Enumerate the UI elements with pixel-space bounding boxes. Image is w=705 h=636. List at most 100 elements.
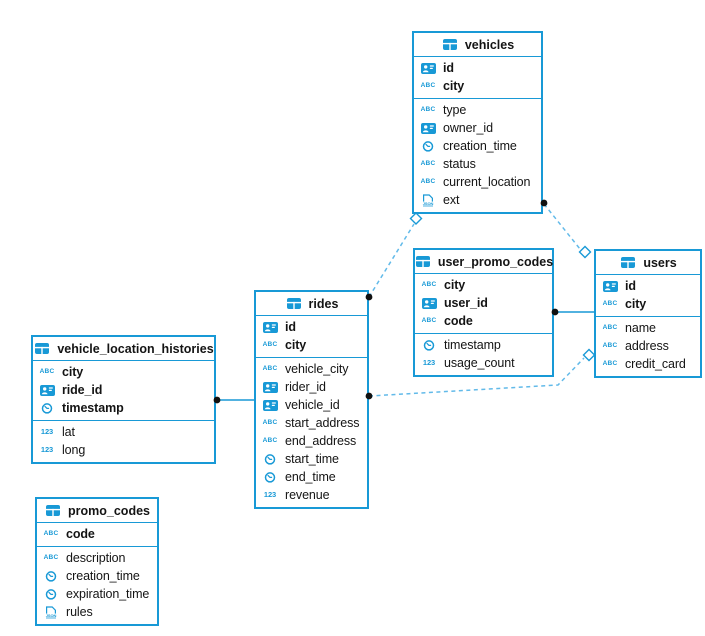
column-row-ride_id[interactable]: ride_id bbox=[33, 381, 214, 399]
column-label: timestamp bbox=[444, 338, 501, 352]
table-title-bar[interactable]: promo_codes bbox=[37, 499, 157, 523]
table-title-bar[interactable]: users bbox=[596, 251, 700, 275]
column-row-lat[interactable]: 123 lat bbox=[33, 423, 214, 441]
column-label: long bbox=[62, 443, 86, 457]
table-title: user_promo_codes bbox=[437, 254, 554, 269]
abc-type-icon: ABC bbox=[39, 367, 55, 375]
table-title-bar[interactable]: rides bbox=[256, 292, 367, 316]
column-row-end_time[interactable]: end_time bbox=[256, 468, 367, 486]
json-type-icon: JSON bbox=[42, 605, 60, 619]
column-row-timestamp[interactable]: timestamp bbox=[33, 399, 214, 417]
column-label: start_time bbox=[285, 452, 339, 466]
table-title: promo_codes bbox=[68, 503, 150, 518]
column-label: timestamp bbox=[62, 401, 124, 415]
column-label: status bbox=[443, 157, 476, 171]
column-row-status[interactable]: ABC status bbox=[414, 155, 541, 173]
column-row-start_time[interactable]: start_time bbox=[256, 450, 367, 468]
column-label: user_id bbox=[444, 296, 488, 310]
column-row-vehicle_id[interactable]: vehicle_id bbox=[256, 396, 367, 414]
column-label: end_address bbox=[285, 434, 357, 448]
abc-type-icon: ABC bbox=[43, 529, 59, 537]
abc-type-icon: ABC bbox=[262, 418, 278, 426]
column-label: id bbox=[625, 279, 636, 293]
relationship-vehicles-users[interactable] bbox=[543, 203, 581, 250]
column-row-rider_id[interactable]: rider_id bbox=[256, 378, 367, 396]
column-label: credit_card bbox=[625, 357, 686, 371]
column-label: city bbox=[285, 338, 307, 352]
table-title-bar[interactable]: vehicle_location_histories bbox=[33, 337, 214, 361]
numeric-type-icon: 123 bbox=[40, 427, 54, 437]
column-label: rules bbox=[66, 605, 93, 619]
column-label: description bbox=[66, 551, 126, 565]
column-label: lat bbox=[62, 425, 75, 439]
column-row-city[interactable]: ABC city bbox=[414, 77, 541, 95]
column-row-timestamp[interactable]: timestamp bbox=[415, 336, 552, 354]
column-label: city bbox=[443, 79, 465, 93]
column-row-creation_time[interactable]: creation_time bbox=[414, 137, 541, 155]
column-row-user_id[interactable]: user_id bbox=[415, 294, 552, 312]
svg-text:JSON: JSON bbox=[46, 612, 57, 617]
id-card-type-icon bbox=[261, 381, 279, 393]
timestamp-type-icon bbox=[42, 588, 60, 600]
column-label: owner_id bbox=[443, 121, 493, 135]
column-row-end_address[interactable]: ABC end_address bbox=[256, 432, 367, 450]
relationship-endpoint-diamond bbox=[578, 245, 592, 259]
column-row-rules[interactable]: JSON rules bbox=[37, 603, 157, 621]
column-label: city bbox=[444, 278, 466, 292]
table-icon bbox=[441, 39, 459, 50]
column-row-creation_time[interactable]: creation_time bbox=[37, 567, 157, 585]
column-label: code bbox=[444, 314, 473, 328]
abc-type-icon: ABC bbox=[262, 364, 278, 372]
column-row-id[interactable]: id bbox=[596, 277, 700, 295]
relationship-endpoint-diamond bbox=[409, 212, 423, 225]
table-title-bar[interactable]: user_promo_codes bbox=[415, 250, 554, 274]
id-card-type-icon bbox=[261, 399, 279, 411]
column-row-expiration_time[interactable]: expiration_time bbox=[37, 585, 157, 603]
abc-type-icon: ABC bbox=[262, 436, 278, 444]
id-card-type-icon bbox=[38, 384, 56, 396]
id-card-type-icon bbox=[261, 321, 279, 333]
table-title-bar[interactable]: vehicles bbox=[414, 33, 541, 57]
column-label: address bbox=[625, 339, 669, 353]
column-row-id[interactable]: id bbox=[256, 318, 367, 336]
table-title: rides bbox=[308, 296, 339, 311]
relationship-rides-vehicles[interactable] bbox=[368, 223, 415, 298]
column-label: id bbox=[285, 320, 296, 334]
numeric-type-icon: 123 bbox=[422, 358, 436, 368]
abc-type-icon: ABC bbox=[420, 159, 436, 167]
id-card-type-icon bbox=[419, 122, 437, 134]
column-row-owner_id[interactable]: owner_id bbox=[414, 119, 541, 137]
numeric-type-icon: 123 bbox=[263, 490, 277, 500]
abc-type-icon: ABC bbox=[420, 81, 436, 89]
column-row-id[interactable]: id bbox=[414, 59, 541, 77]
